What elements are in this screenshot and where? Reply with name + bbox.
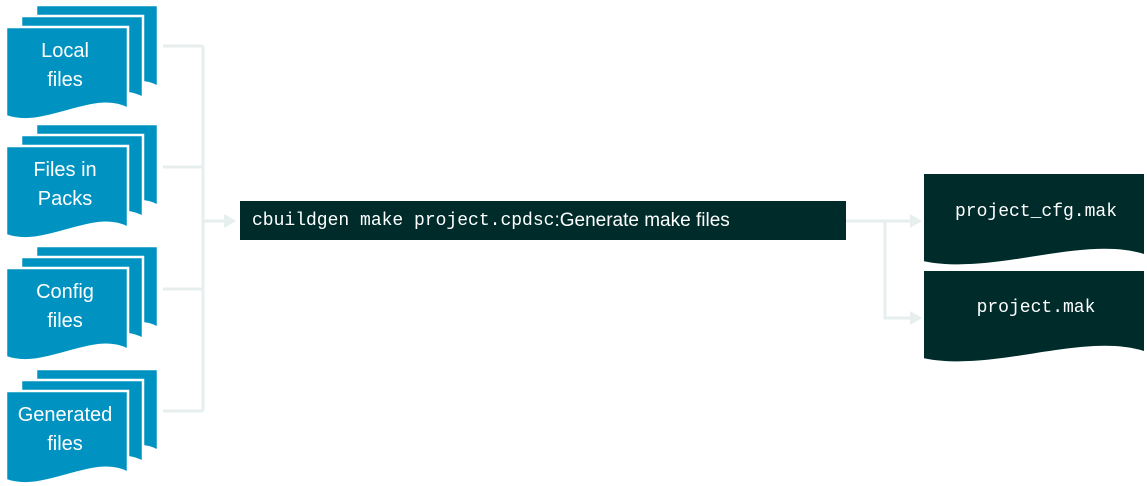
doc-stack-files-in-packs (4, 122, 160, 240)
doc-front-local-files (4, 25, 130, 121)
doc-stack-config-files (4, 244, 160, 362)
doc-stack-local-files (4, 3, 160, 121)
output-label-project-mak: project.mak (976, 298, 1096, 318)
command-separator: : (554, 209, 560, 231)
input-documents (4, 3, 160, 485)
arrowhead-to-project-cfg-mak (910, 214, 922, 228)
input-label-local-files: Local files (41, 40, 89, 91)
connector-to-project-mak (883, 221, 912, 320)
output-documents (924, 174, 1144, 362)
output-doc-project-mak (924, 271, 1144, 362)
command-code: cbuildgen make project.cpdsc (252, 210, 555, 231)
doc-front-config-files (4, 266, 130, 362)
input-label-files-in-packs: Files in Packs (33, 159, 97, 210)
input-label-config-files: Config files (36, 281, 94, 332)
command-box: cbuildgen make project.cpdsc: Generate m… (240, 201, 846, 240)
command-description: Generate make files (559, 209, 730, 231)
output-doc-project-cfg-mak (924, 174, 1144, 265)
arrowhead-to-command (224, 214, 236, 228)
doc-front-files-in-packs (4, 144, 130, 240)
output-label-project-cfg-mak: project_cfg.mak (954, 202, 1118, 222)
arrowhead-to-project-mak (910, 311, 922, 325)
connector-lines (163, 44, 922, 413)
doc-front-generated-files (4, 389, 130, 485)
doc-stack-generated-files (4, 367, 160, 485)
input-label-generated-files: Generated files (17, 404, 113, 455)
